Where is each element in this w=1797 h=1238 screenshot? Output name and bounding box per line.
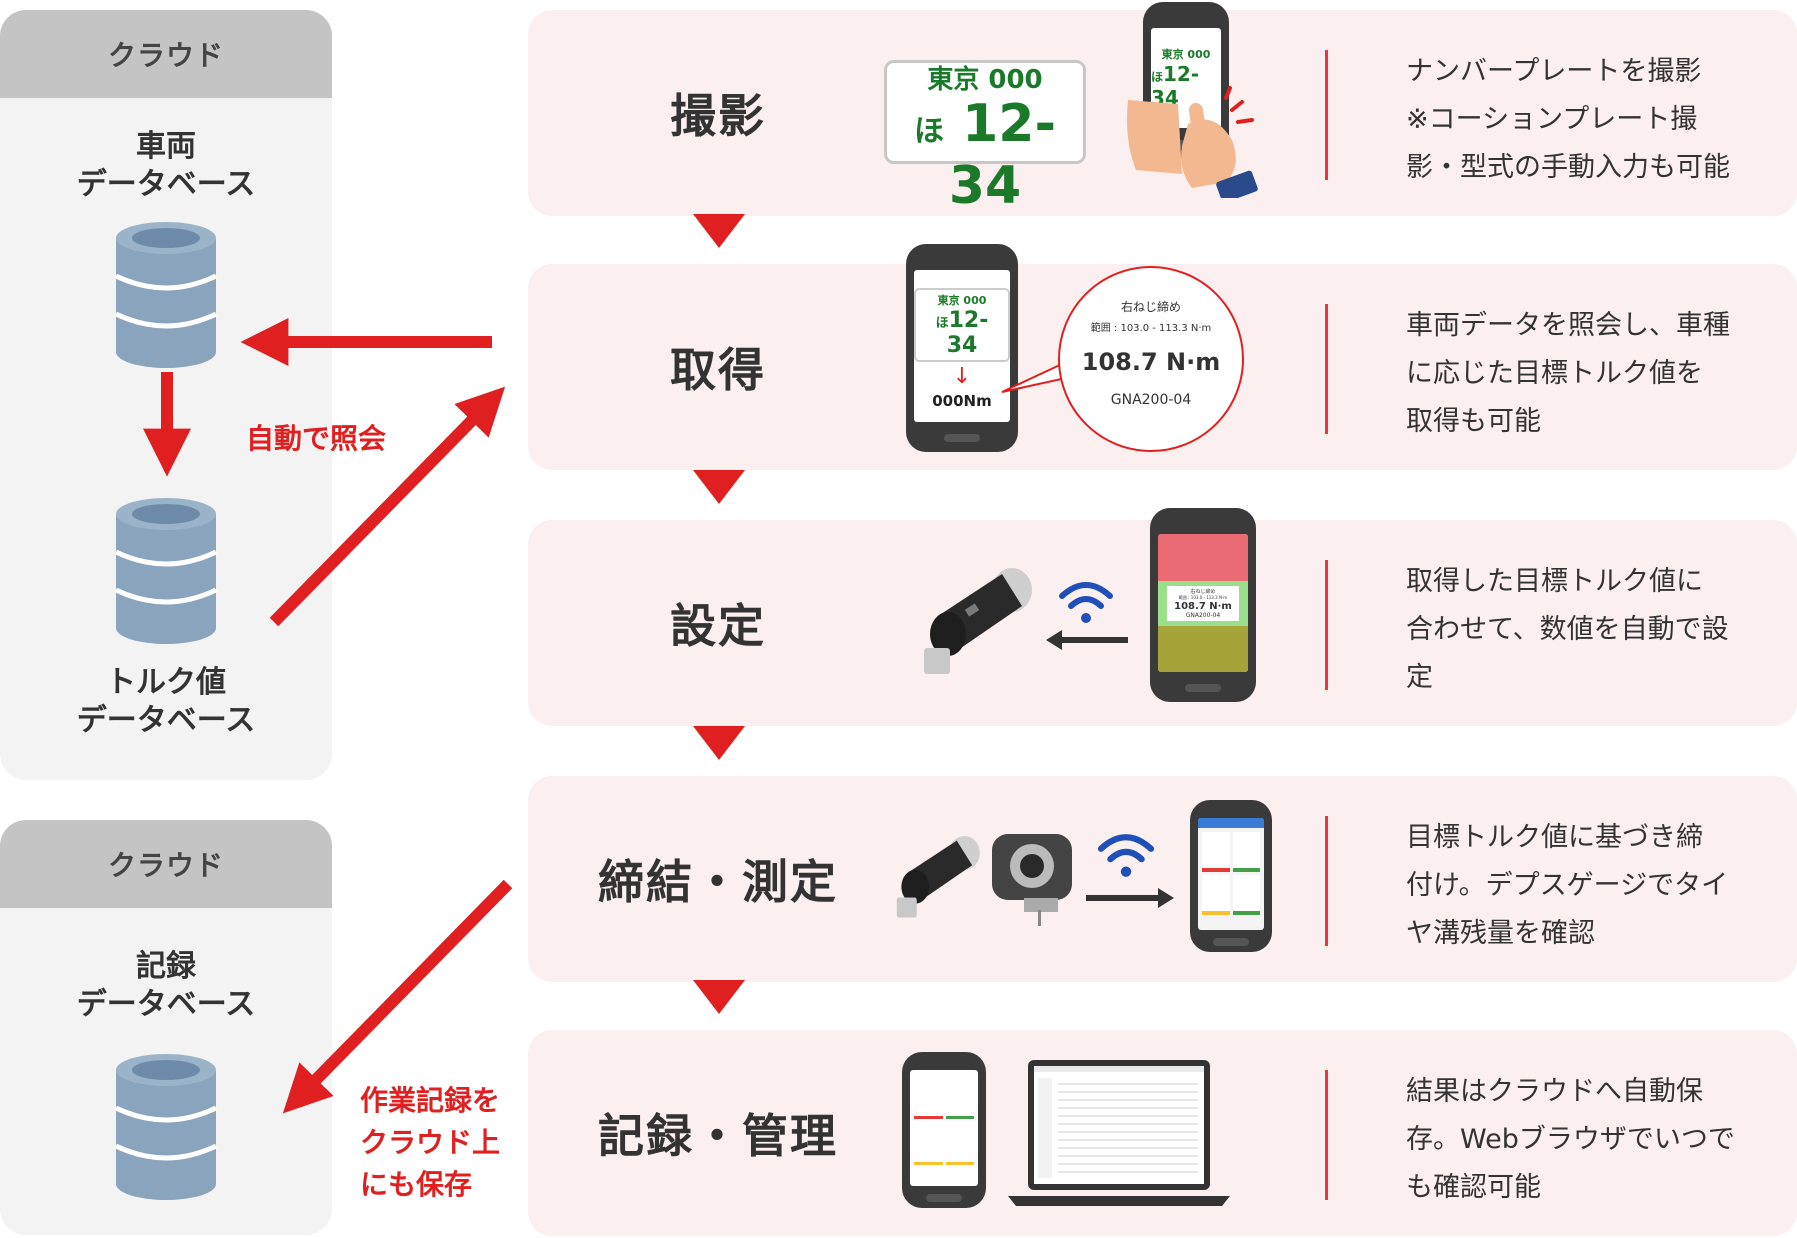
right-arrow-icon (1086, 888, 1174, 908)
step-title: 取得 (670, 343, 766, 397)
divider (1325, 50, 1328, 180)
plate-region: 東京 000 (937, 294, 987, 307)
setting-model: GNA200-04 (1185, 612, 1221, 620)
step-description: 目標トルク値に基づき締 付け。デプスゲージでタイ ヤ溝残量を確認 (1406, 822, 1729, 949)
down-arrow-icon: ↓ (952, 364, 972, 389)
step-arrow-down (693, 214, 745, 248)
torque-adapter-icon (896, 836, 980, 918)
phone-screen (910, 1070, 978, 1186)
divider (1325, 304, 1328, 434)
home-button (1185, 684, 1221, 692)
save-cloud-label: 作業記録を クラウド上 にも保存 (360, 1084, 501, 1201)
plate-number: 12-34 (946, 308, 989, 358)
phone-screen (1198, 818, 1264, 930)
home-button (1213, 938, 1249, 946)
cloud-header: クラウド (0, 10, 332, 98)
setting-range: 範囲 : 103.0 - 113.3 N·m (1178, 595, 1228, 601)
plate-number: 12-34 (1151, 62, 1200, 110)
step-description: ナンバープレートを撮影 ※コーションプレート撮 影・型式の手動入力も可能 (1406, 56, 1730, 183)
left-arrow-icon (1046, 630, 1128, 650)
step-title: 設定 (670, 599, 766, 653)
setting-title: 右ねじ締め (1190, 589, 1216, 596)
auto-lookup-label: 自動で照会 (246, 422, 387, 455)
depth-gauge-icon (992, 834, 1072, 926)
phone-setting: 右ねじ締め 範囲 : 103.0 - 113.3 N·m 108.7 N·m G… (1150, 508, 1256, 702)
torque-adapter-icon (924, 568, 1032, 674)
torque-db-label: トルク値 データベース (76, 665, 256, 738)
arrow-record-to-cloud (282, 879, 513, 1114)
plate-kana: ほ (935, 316, 949, 331)
phone-record (902, 1052, 986, 1208)
divider (1325, 560, 1328, 690)
divider (1325, 1070, 1328, 1200)
bubble-title: 右ねじ締め (1120, 300, 1181, 314)
laptop-icon (1008, 1060, 1230, 1206)
wifi-icon (1059, 582, 1113, 623)
cloud-panel-top: クラウド (0, 10, 332, 780)
home-button (926, 1194, 962, 1202)
plate-region: 東京 000 (927, 65, 1043, 95)
arrow-torque-db-to-acquire (269, 386, 506, 627)
step-description: 取得した目標トルク値に 合わせて、数値を自動で設 定 (1406, 566, 1729, 693)
step-description: 結果はクラウドへ自動保 存。Webブラウザでいつで も確認可能 (1406, 1076, 1735, 1203)
cloud-header: クラウド (0, 820, 332, 908)
plate-number: 12-34 (948, 94, 1057, 216)
step-arrow-down (693, 980, 745, 1014)
setting-value: 108.7 N·m (1174, 601, 1232, 613)
step-arrow-down (693, 470, 745, 504)
plate-kana: ほ (1151, 70, 1164, 84)
step-title: 締結・測定 (598, 855, 838, 909)
bubble-range: 範囲 : 103.0 - 113.3 N·m (1090, 323, 1212, 334)
record-db-label: 記録 データベース (76, 949, 256, 1022)
bubble-value: 108.7 N·m (1081, 348, 1221, 376)
torque-display: 000Nm (932, 392, 992, 410)
step-arrow-down (693, 726, 745, 760)
step-title: 記録・管理 (598, 1109, 838, 1163)
bubble-model: GNA200-04 (1110, 392, 1192, 408)
step-title: 撮影 (670, 89, 766, 143)
hand-icon (1127, 86, 1258, 198)
phone-acquire: 東京 000 ほ12-34 ↓ 000Nm (906, 244, 1018, 452)
phone-screen: 東京 000 ほ12-34 ↓ 000Nm (914, 270, 1010, 422)
divider (1325, 816, 1328, 946)
step-row-tighten-measure: 締結・測定 目標トルク値に基づき締 付け。デプスゲージでタイ ヤ溝残量を確認 (528, 776, 1797, 982)
phone-measure (1190, 800, 1272, 952)
license-plate: 東京 000 ほ 12-34 (884, 60, 1086, 213)
step-description: 車両データを照会し、車種 に応じた目標トルク値を 取得も可能 (1406, 310, 1730, 437)
home-button (944, 434, 980, 442)
phone-screen: 右ねじ締め 範囲 : 103.0 - 113.3 N·m 108.7 N·m G… (1158, 534, 1248, 672)
vehicle-db-label: 車両 データベース (76, 129, 256, 202)
plate-kana: ほ (913, 114, 944, 149)
wifi-icon (1097, 834, 1155, 877)
torque-bubble: 右ねじ締め 範囲 : 103.0 - 113.3 N·m 108.7 N·m G… (1058, 266, 1244, 452)
plate-region: 東京 000 (1161, 48, 1211, 61)
